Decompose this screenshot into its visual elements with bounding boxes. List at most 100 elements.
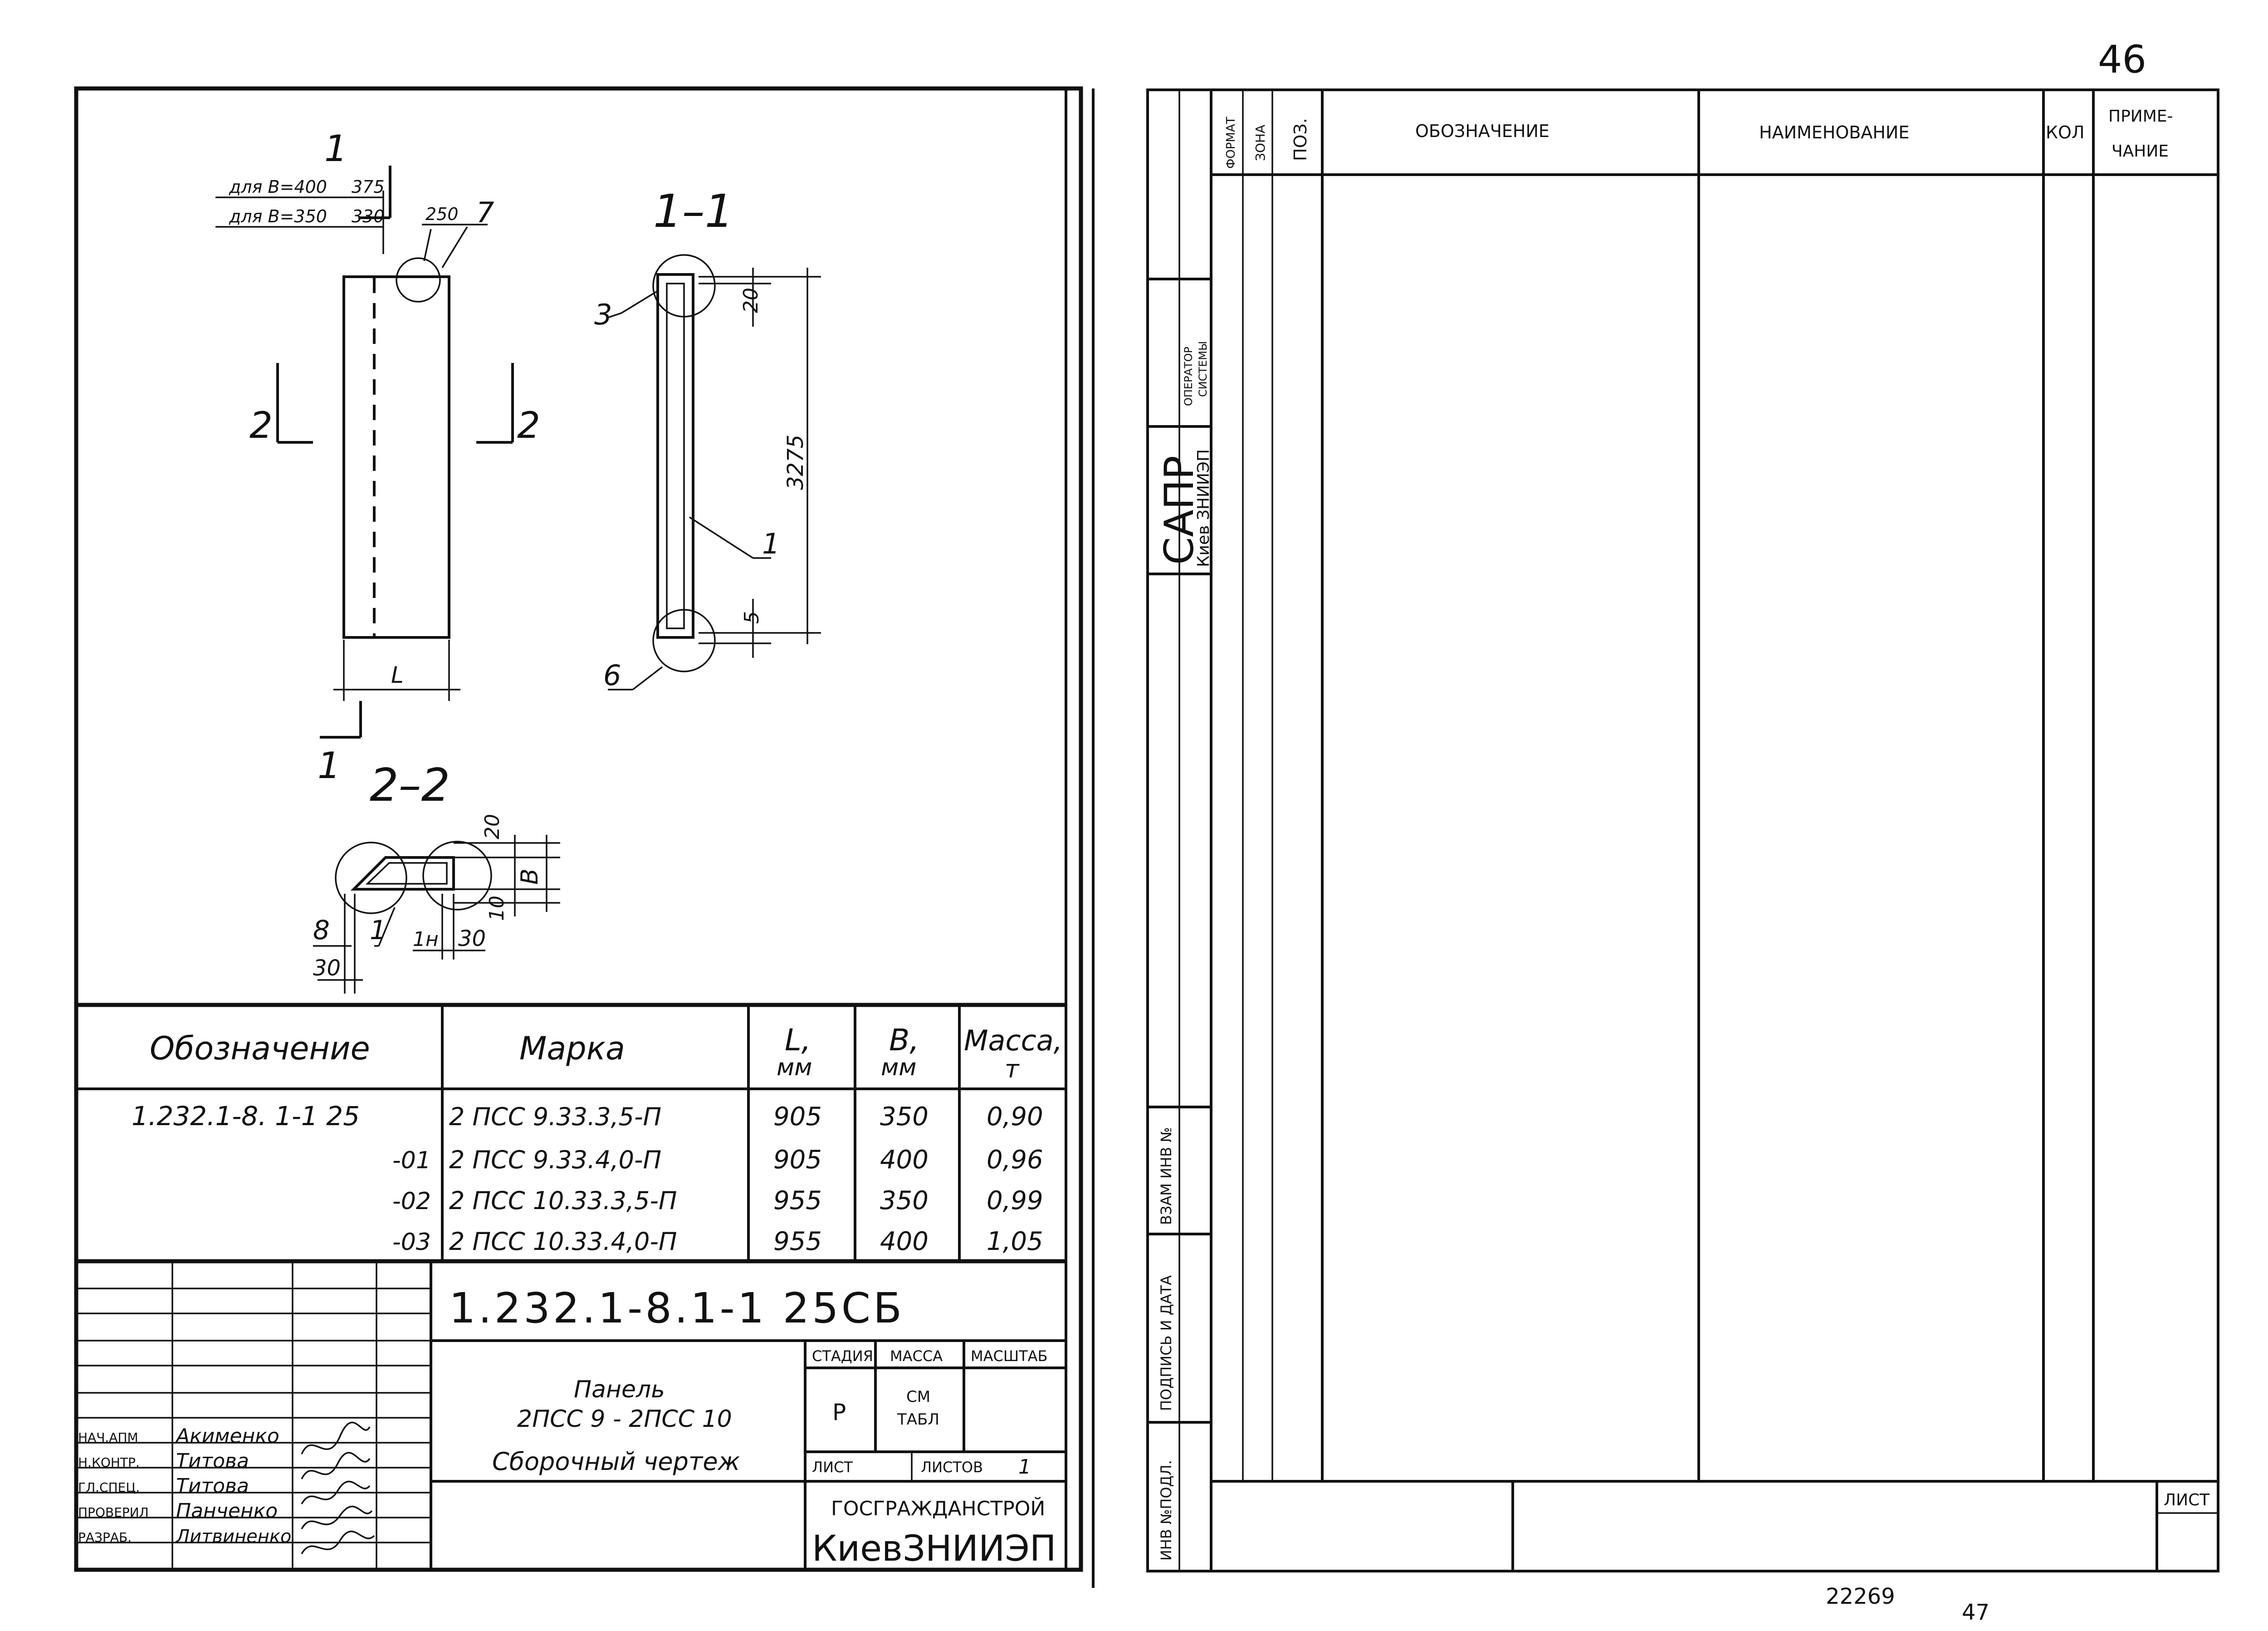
hdr-qty: КОЛ bbox=[2046, 122, 2084, 142]
sig-role-2: Н.КОНТР. bbox=[78, 1455, 140, 1470]
signature-scribbles bbox=[301, 1421, 375, 1554]
dim-10: 10 bbox=[485, 896, 508, 921]
hdr-zone: ЗОНА bbox=[1253, 125, 1268, 161]
col-mass-unit: т bbox=[1005, 1055, 1020, 1083]
side-kiev: Киев ЗНИИЭП bbox=[1194, 449, 1213, 567]
sig-role-1: НАЧ.АПМ bbox=[78, 1430, 138, 1445]
row-2-mark: 2 ПСС 9.33.4,0-П bbox=[449, 1146, 661, 1174]
cut-label-bottom: 1 bbox=[318, 744, 341, 787]
row-3-B: 350 bbox=[880, 1186, 929, 1215]
callout-7: 7 bbox=[476, 196, 494, 229]
hdr-format: ФОРМАТ bbox=[1224, 117, 1238, 169]
hdr-note-1: ПРИМЕ- bbox=[2108, 107, 2173, 126]
col-mark-header: Марка bbox=[519, 1030, 625, 1067]
row-1-mass: 0,90 bbox=[987, 1102, 1043, 1131]
hdr-pos: ПОЗ. bbox=[1290, 118, 1310, 161]
name-line-3: Сборочный чертеж bbox=[492, 1447, 740, 1476]
dim-375: 375 bbox=[352, 177, 385, 197]
side-podpis: ПОДПИСЬ И ДАТА bbox=[1158, 1275, 1175, 1411]
row-4-B: 400 bbox=[880, 1227, 929, 1256]
row-4-L: 955 bbox=[773, 1227, 822, 1256]
dim-20: 20 bbox=[739, 288, 763, 313]
section-1-1-title: 1–1 bbox=[653, 185, 733, 238]
section-1-1 bbox=[607, 254, 821, 691]
dim-30-left: 30 bbox=[313, 955, 341, 981]
col-mass-header: Масса, bbox=[964, 1024, 1062, 1057]
left-sheet-frame bbox=[74, 86, 1095, 1588]
front-view bbox=[215, 166, 514, 739]
doc-code: 1.232.1-8.1-1 25СБ bbox=[449, 1284, 904, 1332]
col-scale: МАСШТАБ bbox=[971, 1347, 1047, 1365]
row-3-designation: -02 bbox=[392, 1188, 431, 1215]
sig-name-1: Акименко bbox=[175, 1425, 279, 1448]
side-sapr: САПР bbox=[1156, 456, 1202, 565]
form-sheet-label: ЛИСТ bbox=[2164, 1491, 2210, 1509]
mass-value-2: ТАБЛ bbox=[897, 1411, 939, 1429]
stage-value: Р bbox=[832, 1399, 846, 1425]
note-b350: для B=350 bbox=[229, 206, 327, 226]
row-1-L: 905 bbox=[773, 1102, 822, 1131]
callout-3: 3 bbox=[594, 298, 612, 331]
dim-3275: 3275 bbox=[783, 435, 808, 490]
title-block-grid bbox=[76, 1261, 1066, 1570]
sig-name-3: Титова bbox=[176, 1474, 249, 1498]
callout-8: 8 bbox=[313, 915, 330, 945]
mass-value-1: СМ bbox=[906, 1388, 930, 1406]
side-vzam: ВЗАМ ИНВ № bbox=[1158, 1127, 1175, 1225]
row-2-mass: 0,96 bbox=[987, 1145, 1043, 1175]
row-2-designation: -01 bbox=[392, 1147, 431, 1174]
right-form-grid bbox=[1146, 88, 2219, 1572]
note-b400: для B=400 bbox=[229, 177, 327, 197]
sheets-label: ЛИСТОВ bbox=[921, 1459, 983, 1476]
col-stage: СТАДИЯ bbox=[812, 1347, 873, 1365]
col-L-unit: мм bbox=[777, 1054, 812, 1081]
cut-label-2-right: 2 bbox=[517, 404, 540, 446]
dim-30-right: 30 bbox=[458, 926, 486, 951]
callout-1-22: 1 bbox=[370, 915, 386, 945]
org-name-1: ГОСГРАЖДАНСТРОЙ bbox=[831, 1496, 1045, 1520]
cut-label-2-left: 2 bbox=[249, 404, 273, 446]
section-2-2-title: 2–2 bbox=[370, 759, 450, 812]
dim-250: 250 bbox=[425, 204, 459, 224]
name-line-1: Панель bbox=[574, 1376, 665, 1403]
row-1-mark: 2 ПСС 9.33.3,5-П bbox=[449, 1102, 661, 1131]
org-name-2: КиевЗНИИЭП bbox=[812, 1528, 1056, 1569]
col-B-header: B, bbox=[889, 1023, 919, 1058]
callout-6: 6 bbox=[603, 659, 621, 692]
col-mass: МАССА bbox=[890, 1347, 943, 1365]
dim-20-22: 20 bbox=[481, 814, 504, 839]
dim-L: L bbox=[391, 662, 404, 688]
sheet-label: ЛИСТ bbox=[812, 1459, 853, 1476]
sig-name-2: Титова bbox=[176, 1450, 249, 1473]
dim-B: B bbox=[516, 868, 543, 885]
name-line-2: 2ПСС 9 - 2ПСС 10 bbox=[517, 1406, 732, 1433]
col-L-header: L, bbox=[785, 1023, 811, 1058]
dim-330: 330 bbox=[352, 206, 385, 226]
cut-label-top: 1 bbox=[324, 127, 347, 170]
callout-1n: 1н bbox=[413, 928, 439, 951]
callout-1: 1 bbox=[762, 527, 780, 560]
sig-name-5: Литвиненко bbox=[175, 1526, 292, 1547]
row-3-L: 955 bbox=[773, 1186, 822, 1215]
col-B-unit: мм bbox=[881, 1054, 916, 1081]
row-2-B: 400 bbox=[880, 1145, 929, 1175]
page-number-top: 46 bbox=[2098, 37, 2146, 82]
row-1-designation: 1.232.1-8. 1-1 25 bbox=[132, 1101, 360, 1131]
section-2-2 bbox=[313, 835, 560, 994]
page-number-bottom: 47 bbox=[1962, 1600, 1989, 1625]
dim-5: 5 bbox=[740, 611, 763, 624]
sig-name-4: Панченко bbox=[176, 1499, 278, 1523]
hdr-designation: ОБОЗНАЧЕНИЕ bbox=[1415, 121, 1549, 141]
hdr-name: НАИМЕНОВАНИЕ bbox=[1759, 122, 1909, 142]
sig-role-5: РАЗРАБ. bbox=[78, 1530, 132, 1545]
row-4-mass: 1,05 bbox=[987, 1227, 1043, 1256]
col-designation-header: Обозначение bbox=[150, 1030, 370, 1067]
side-operator-1: ОПЕРАТОР bbox=[1182, 347, 1195, 406]
row-3-mass: 0,99 bbox=[987, 1186, 1043, 1215]
row-4-mark: 2 ПСС 10.33.4,0-П bbox=[449, 1227, 677, 1256]
row-1-B: 350 bbox=[880, 1102, 929, 1131]
hdr-note-2: ЧАНИЕ bbox=[2112, 142, 2169, 161]
sig-role-3: ГЛ.СПЕЦ. bbox=[78, 1480, 140, 1495]
